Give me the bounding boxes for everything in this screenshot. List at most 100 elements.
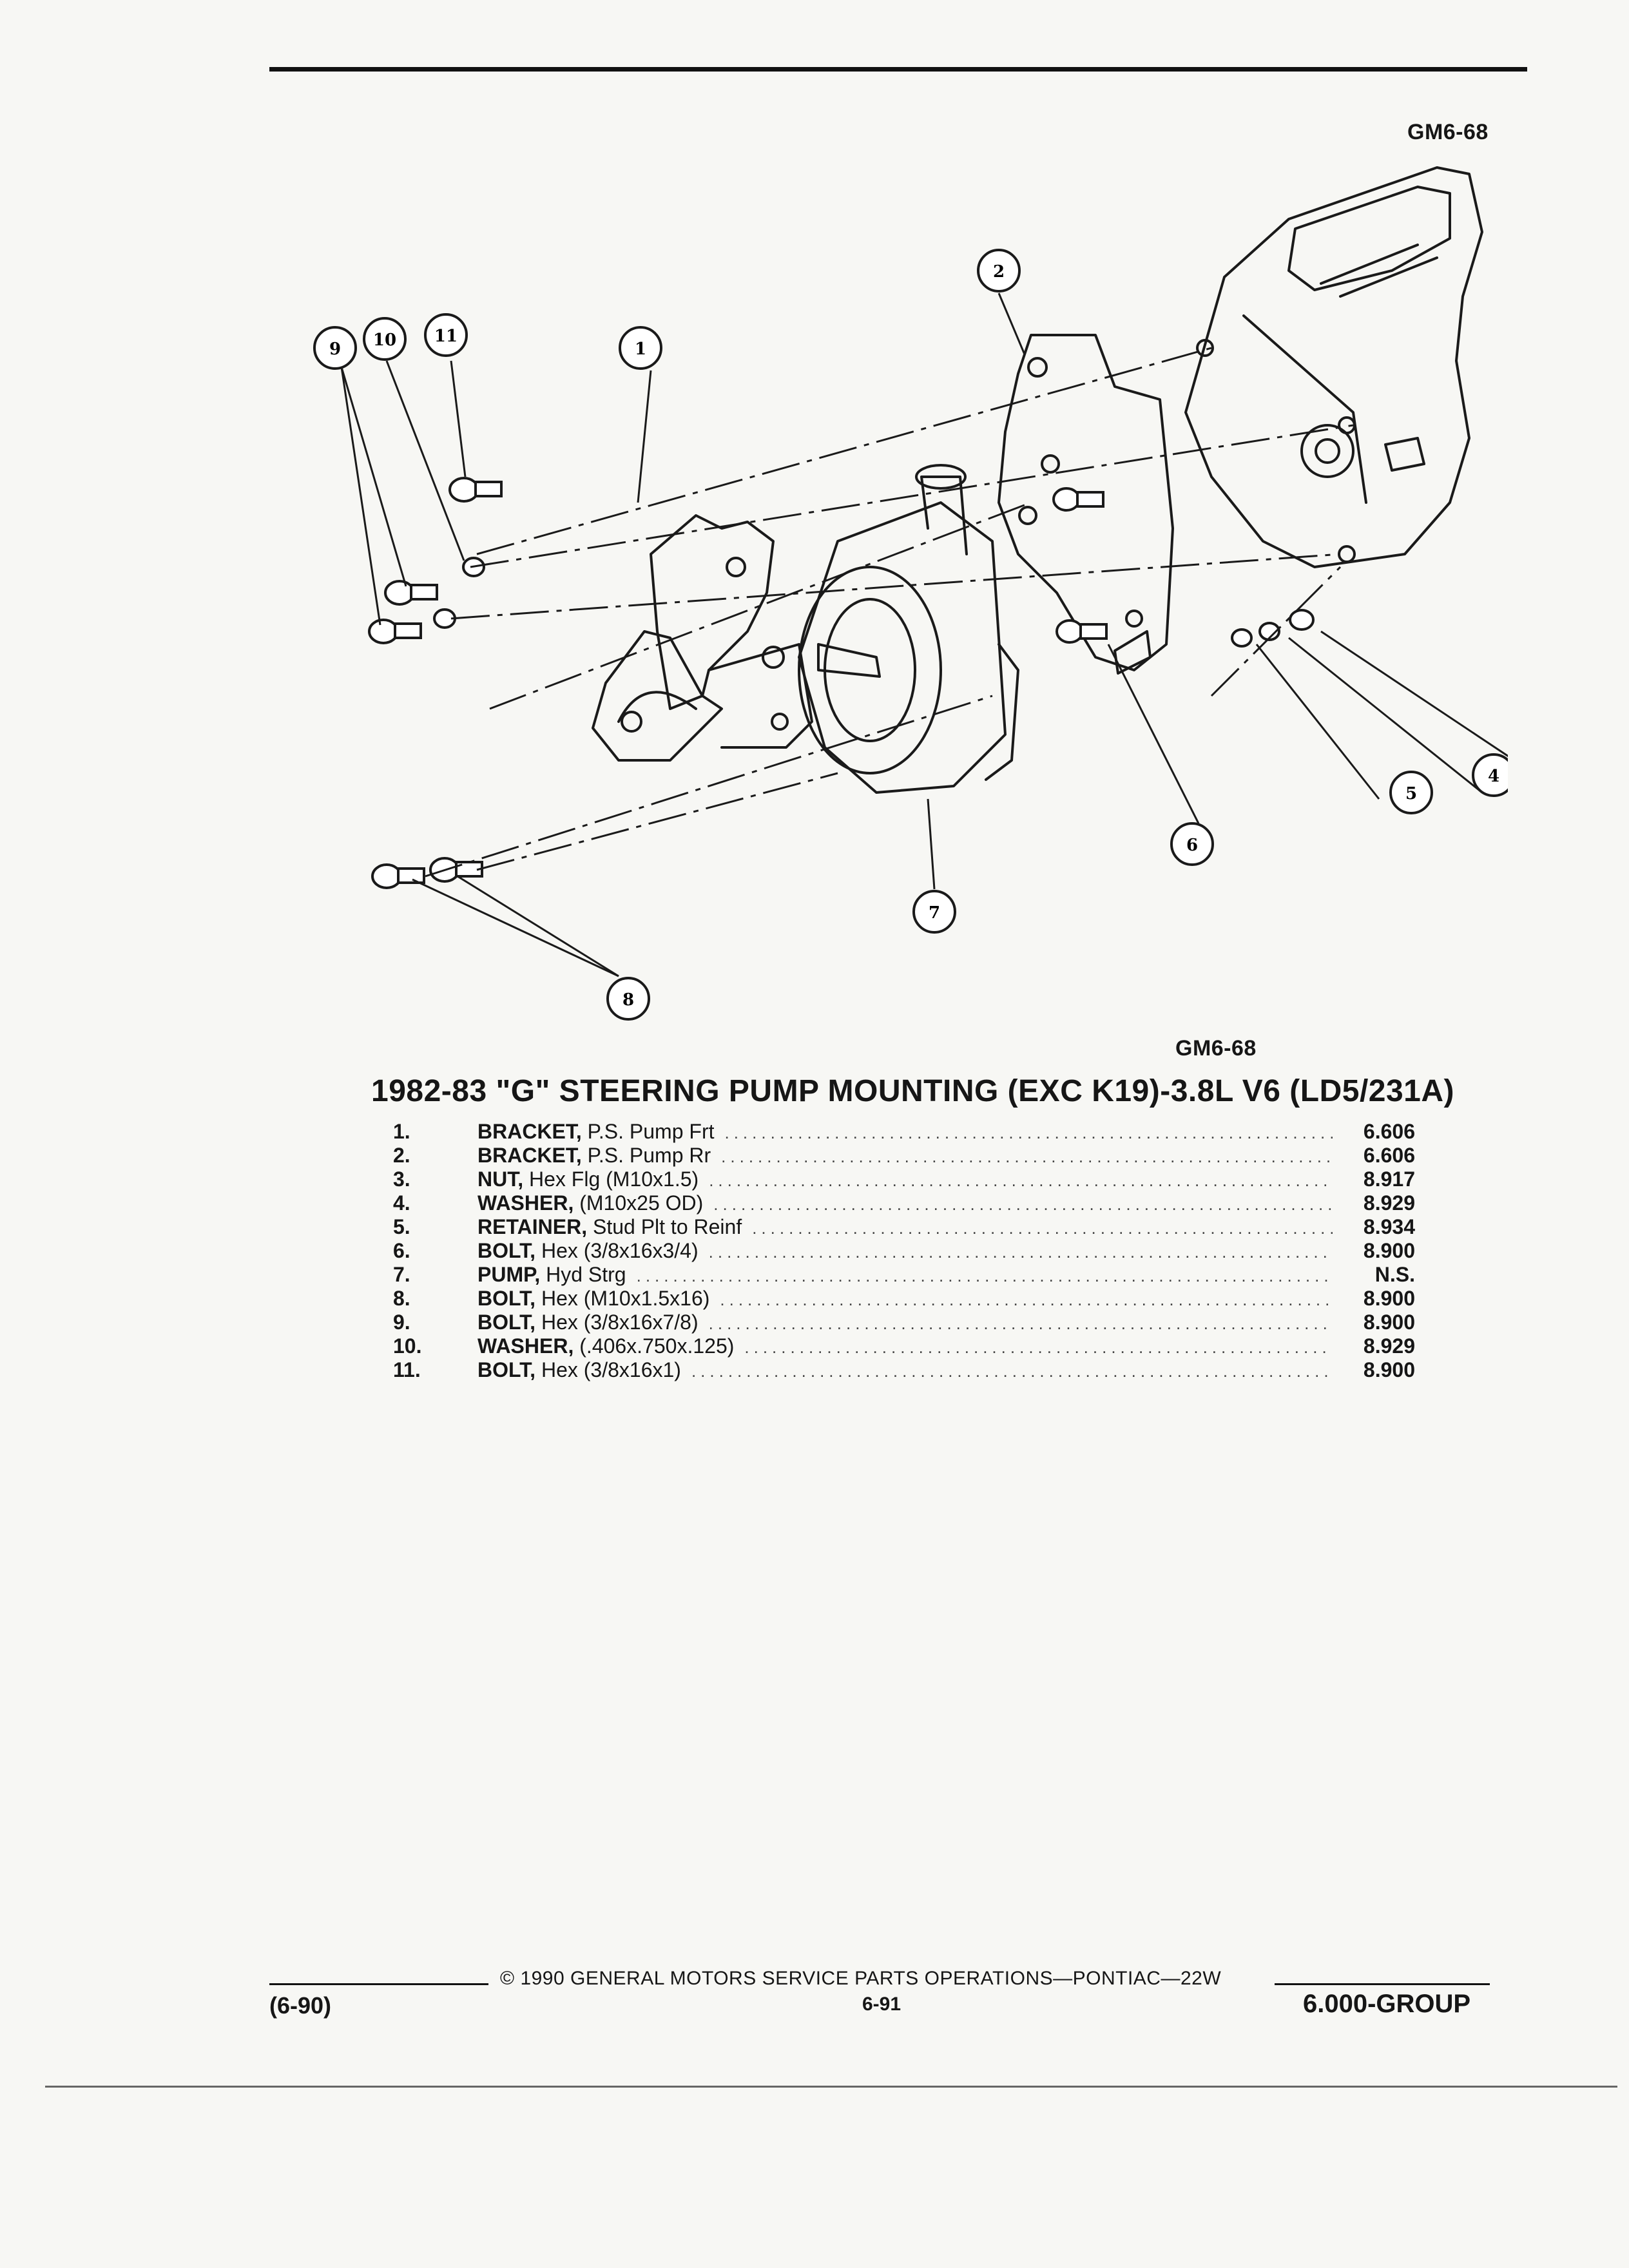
- callout-2-label: 2: [993, 262, 1005, 282]
- dot-leader: ........................................…: [752, 1218, 1333, 1238]
- dot-leader: ........................................…: [691, 1361, 1333, 1381]
- part-detail: P.S. Pump Rr: [587, 1144, 711, 1167]
- rear-bracket: [998, 334, 1174, 675]
- dot-leader: ........................................…: [713, 1195, 1333, 1214]
- dot-leader: ........................................…: [744, 1338, 1333, 1357]
- group-number: 8.917: [1363, 1168, 1415, 1191]
- parts-row: 2. BRACKET, P.S. Pump Rr ...............…: [371, 1144, 1415, 1168]
- leader-lines: [340, 293, 1508, 977]
- part-description: BOLT, Hex (M10x1.5x16): [477, 1287, 709, 1311]
- callout-9-label: 9: [329, 340, 341, 359]
- callout-10-label: 10: [373, 331, 396, 350]
- part-description: NUT, Hex Flg (M10x1.5): [477, 1168, 699, 1191]
- part-detail: Hex (3/8x16x7/8): [541, 1311, 699, 1334]
- part-name: NUT,: [477, 1168, 524, 1191]
- part-detail: Hex (3/8x16x1): [541, 1358, 681, 1381]
- callout-4: 4: [1472, 753, 1508, 797]
- part-detail: Hex Flg (M10x1.5): [529, 1168, 699, 1191]
- part-description: WASHER, (.406x.750x.125): [477, 1334, 734, 1358]
- part-name: WASHER,: [477, 1334, 574, 1358]
- part-description: RETAINER, Stud Plt to Reinf: [477, 1215, 742, 1239]
- part-name: WASHER,: [477, 1191, 574, 1215]
- callout-5-label: 5: [1405, 784, 1417, 803]
- parts-row: 10. WASHER, (.406x.750x.125) ...........…: [371, 1334, 1415, 1358]
- part-number: 9.: [393, 1311, 410, 1334]
- callout-9: 9: [313, 326, 357, 370]
- dot-leader: ........................................…: [708, 1314, 1333, 1333]
- part-detail: Hex (3/8x16x3/4): [541, 1239, 699, 1262]
- part-name: BOLT,: [477, 1358, 536, 1381]
- part-detail: Hex (M10x1.5x16): [541, 1287, 710, 1310]
- part-number: 1.: [393, 1120, 410, 1143]
- part-name: BOLT,: [477, 1287, 536, 1310]
- hardware: [368, 477, 1315, 889]
- part-description: WASHER, (M10x25 OD): [477, 1191, 703, 1215]
- parts-row: 5. RETAINER, Stud Plt to Reinf .........…: [371, 1215, 1415, 1239]
- bottom-rule: [45, 2086, 1617, 2088]
- part-number: 6.: [393, 1239, 410, 1262]
- part-description: BOLT, Hex (3/8x16x3/4): [477, 1239, 699, 1263]
- dot-leader: ........................................…: [721, 1147, 1333, 1166]
- callout-6-label: 6: [1186, 836, 1198, 855]
- group-number: 8.929: [1363, 1334, 1415, 1358]
- copyright-notice: © 1990 GENERAL MOTORS SERVICE PARTS OPER…: [500, 1968, 1222, 1989]
- part-number: 11.: [393, 1358, 421, 1381]
- part-detail: Hyd Strg: [546, 1263, 626, 1286]
- group-number: 8.900: [1363, 1358, 1415, 1381]
- revision-date: (6-90): [269, 1992, 332, 2019]
- group-number: 8.934: [1363, 1215, 1415, 1238]
- callouts: 1 2 3 4 5 6 7 8 9 10 11: [313, 249, 1508, 1021]
- part-detail: P.S. Pump Frt: [587, 1120, 715, 1143]
- part-detail: Stud Plt to Reinf: [592, 1215, 742, 1238]
- section-title: 1982-83 "G" STEERING PUMP MOUNTING (EXC …: [371, 1074, 1455, 1108]
- callout-4-label: 4: [1488, 767, 1499, 786]
- callout-1-label: 1: [635, 340, 646, 359]
- parts-row: 11. BOLT, Hex (3/8x16x1) ...............…: [371, 1358, 1415, 1382]
- group-number: 6.606: [1363, 1120, 1415, 1143]
- parts-row: 3. NUT, Hex Flg (M10x1.5) ..............…: [371, 1168, 1415, 1191]
- callout-7: 7: [912, 890, 956, 934]
- part-description: PUMP, Hyd Strg: [477, 1263, 626, 1287]
- parts-row: 7. PUMP, Hyd Strg ......................…: [371, 1263, 1415, 1287]
- top-rule: [269, 67, 1527, 72]
- group-number: 8.900: [1363, 1239, 1415, 1262]
- callout-2: 2: [977, 249, 1021, 293]
- parts-row: 8. BOLT, Hex (M10x1.5x16) ..............…: [371, 1287, 1415, 1311]
- group-number: N.S.: [1374, 1263, 1415, 1286]
- parts-row: 4. WASHER, (M10x25 OD) .................…: [371, 1191, 1415, 1215]
- part-number: 8.: [393, 1287, 410, 1310]
- alignment-lines: [425, 347, 1354, 878]
- group-label: 6.000-GROUP: [1303, 1990, 1471, 2018]
- part-name: BOLT,: [477, 1239, 536, 1262]
- part-detail: (.406x.750x.125): [579, 1334, 735, 1358]
- part-name: BRACKET,: [477, 1144, 582, 1167]
- exploded-view-diagram: 1 2 3 4 5 6 7 8 9 10 11: [313, 166, 1508, 1021]
- part-number: 3.: [393, 1168, 410, 1191]
- callout-5: 5: [1389, 771, 1433, 814]
- part-name: BOLT,: [477, 1311, 536, 1334]
- callout-7-label: 7: [929, 903, 940, 923]
- part-number: 2.: [393, 1144, 410, 1167]
- callout-10: 10: [363, 317, 407, 361]
- part-number: 5.: [393, 1215, 410, 1238]
- front-bracket: [592, 514, 813, 762]
- part-detail: (M10x25 OD): [579, 1191, 704, 1215]
- parts-list: 1. BRACKET, P.S. Pump Frt ..............…: [371, 1120, 1415, 1382]
- group-number: 8.900: [1363, 1287, 1415, 1310]
- parts-row: 9. BOLT, Hex (3/8x16x7/8) ..............…: [371, 1311, 1415, 1334]
- dot-leader: ........................................…: [636, 1266, 1333, 1285]
- part-description: BOLT, Hex (3/8x16x7/8): [477, 1311, 699, 1334]
- part-name: BRACKET,: [477, 1120, 582, 1143]
- dot-leader: ........................................…: [709, 1171, 1333, 1190]
- part-description: BRACKET, P.S. Pump Frt: [477, 1120, 714, 1144]
- parts-row: 6. BOLT, Hex (3/8x16x3/4) ..............…: [371, 1239, 1415, 1263]
- diagram-code-top: GM6-68: [1407, 120, 1489, 144]
- part-description: BOLT, Hex (3/8x16x1): [477, 1358, 681, 1382]
- part-number: 4.: [393, 1191, 410, 1215]
- part-number: 7.: [393, 1263, 410, 1286]
- part-name: PUMP,: [477, 1263, 541, 1286]
- callout-1: 1: [619, 326, 662, 370]
- steering-pump: [762, 464, 1019, 794]
- part-name: RETAINER,: [477, 1215, 588, 1238]
- callout-8: 8: [606, 977, 650, 1021]
